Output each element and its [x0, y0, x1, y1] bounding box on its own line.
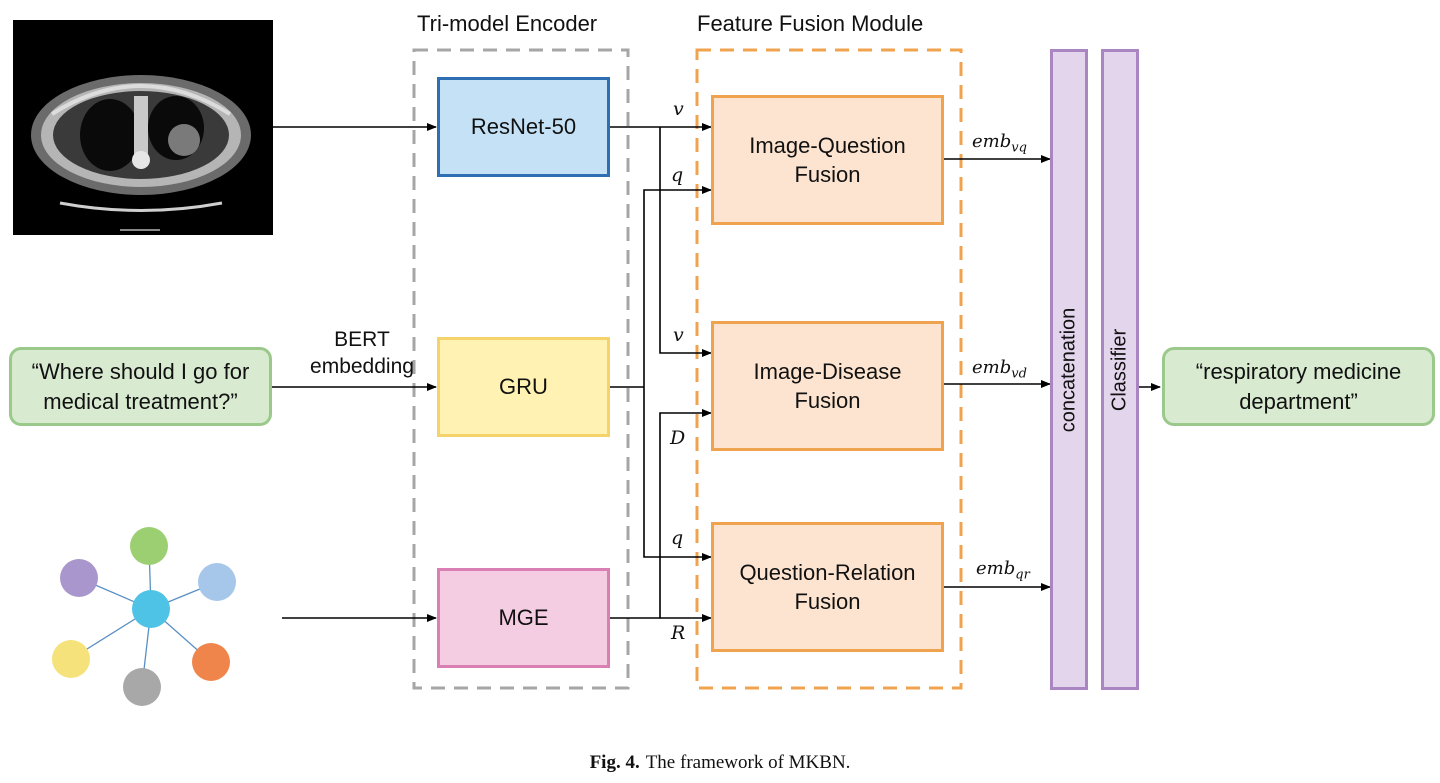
image-question-fusion-label: Image-Question Fusion: [749, 133, 906, 187]
emb-qr-label: embqr: [976, 558, 1030, 583]
bert-embedding-label: BERT embedding: [310, 328, 414, 378]
emb-vq-label: embvq: [972, 131, 1027, 156]
question-relation-fusion-box: Question-Relation Fusion: [711, 522, 944, 652]
graph-node: [130, 527, 168, 565]
edge-label-q-bottom: q: [671, 527, 684, 549]
resnet-box: ResNet-50: [437, 77, 610, 177]
answer-output-box: “respiratory medicine department”: [1162, 347, 1435, 426]
graph-node: [192, 643, 230, 681]
classifier-label: Classifier: [1108, 328, 1131, 412]
edge-label-v-top: v: [673, 98, 684, 120]
graph-center-node: [132, 590, 170, 628]
mge-d-to-id-arrow: [609, 409, 712, 619]
answer-text: “respiratory medicine department”: [1195, 358, 1402, 414]
question-text: “Where should I go for medical treatment…: [31, 358, 250, 414]
encoder-frame: [412, 48, 630, 690]
emb-vd-label: embvd: [972, 357, 1027, 382]
caption-label: Fig. 4.: [589, 752, 640, 773]
mge-box: MGE: [437, 568, 610, 668]
concatenation-label: concatenation: [1057, 307, 1080, 433]
fusion-title: Feature Fusion Module: [697, 11, 924, 36]
knowledge-graph-image: [52, 527, 236, 706]
caption-text: The framework of MKBN.: [645, 752, 851, 773]
ct-scan-image: [13, 20, 273, 235]
edge-label-v-middle: v: [673, 324, 684, 346]
gru-q-to-qr-arrow: [643, 387, 712, 561]
graph-node: [52, 640, 90, 678]
graph-node: [198, 563, 236, 601]
graph-node: [123, 668, 161, 706]
resnet-label: ResNet-50: [470, 114, 577, 139]
question-input-box: “Where should I go for medical treatment…: [9, 347, 272, 426]
edge-label-r: R: [671, 622, 686, 644]
fusion-frame: [695, 48, 963, 690]
encoder-title: Tri-model Encoder: [417, 11, 598, 36]
image-disease-fusion-box: Image-Disease Fusion: [711, 321, 944, 451]
image-question-fusion-box: Image-Question Fusion: [711, 95, 944, 225]
edge-label-d: D: [670, 427, 686, 449]
gru-box: GRU: [437, 337, 610, 437]
edge-label-q-top: q: [671, 164, 684, 186]
gru-q-to-iq-arrow: [643, 186, 712, 387]
figure-caption: Fig. 4.The framework of MKBN.: [0, 752, 1440, 774]
concatenation-bar: [1050, 49, 1088, 690]
image-disease-fusion-label: Image-Disease Fusion: [753, 359, 902, 413]
gru-label: GRU: [499, 374, 548, 399]
question-relation-fusion-label: Question-Relation Fusion: [739, 560, 916, 614]
mge-label: MGE: [498, 605, 549, 630]
classifier-bar: [1101, 49, 1139, 690]
resnet-v-to-id-arrow: [659, 127, 712, 357]
graph-node: [60, 559, 98, 597]
